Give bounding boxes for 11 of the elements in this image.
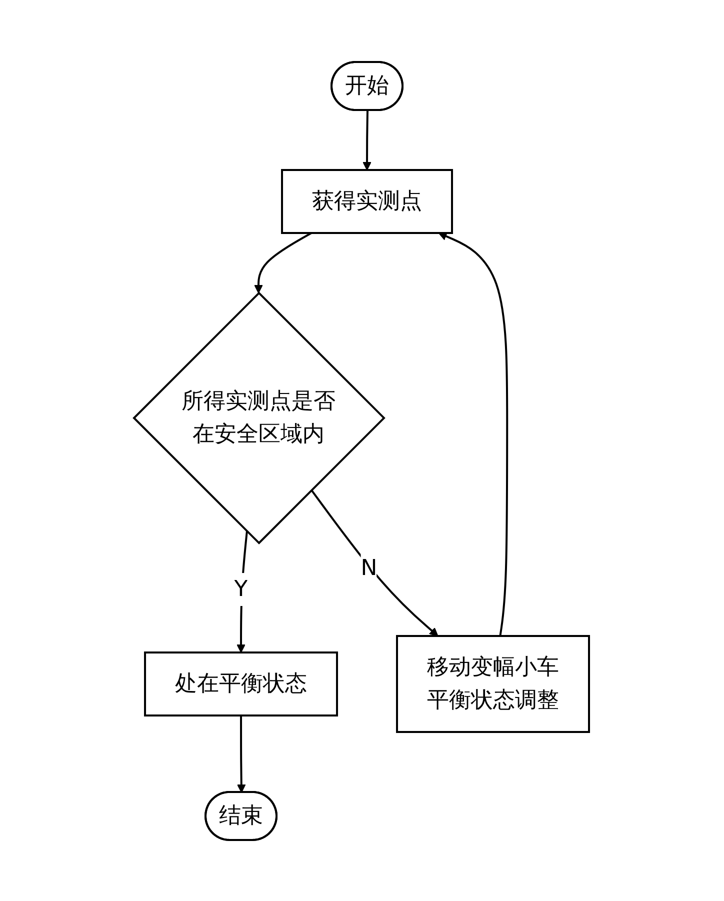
edge-label: Y — [234, 576, 248, 602]
arrow — [254, 232, 312, 293]
edge-label: N — [361, 555, 378, 580]
node-box: 获得实测点 — [282, 168, 454, 234]
node-box: 处在平衡状态 — [144, 651, 338, 716]
arrow — [311, 488, 439, 636]
arrow — [237, 714, 246, 792]
arrow — [438, 232, 509, 636]
node-box: 移动变幅小车平衡状态调整 — [396, 634, 590, 732]
node-diamond: 所得实测点是否在安全区域内 — [133, 291, 386, 544]
arrow — [363, 110, 372, 170]
